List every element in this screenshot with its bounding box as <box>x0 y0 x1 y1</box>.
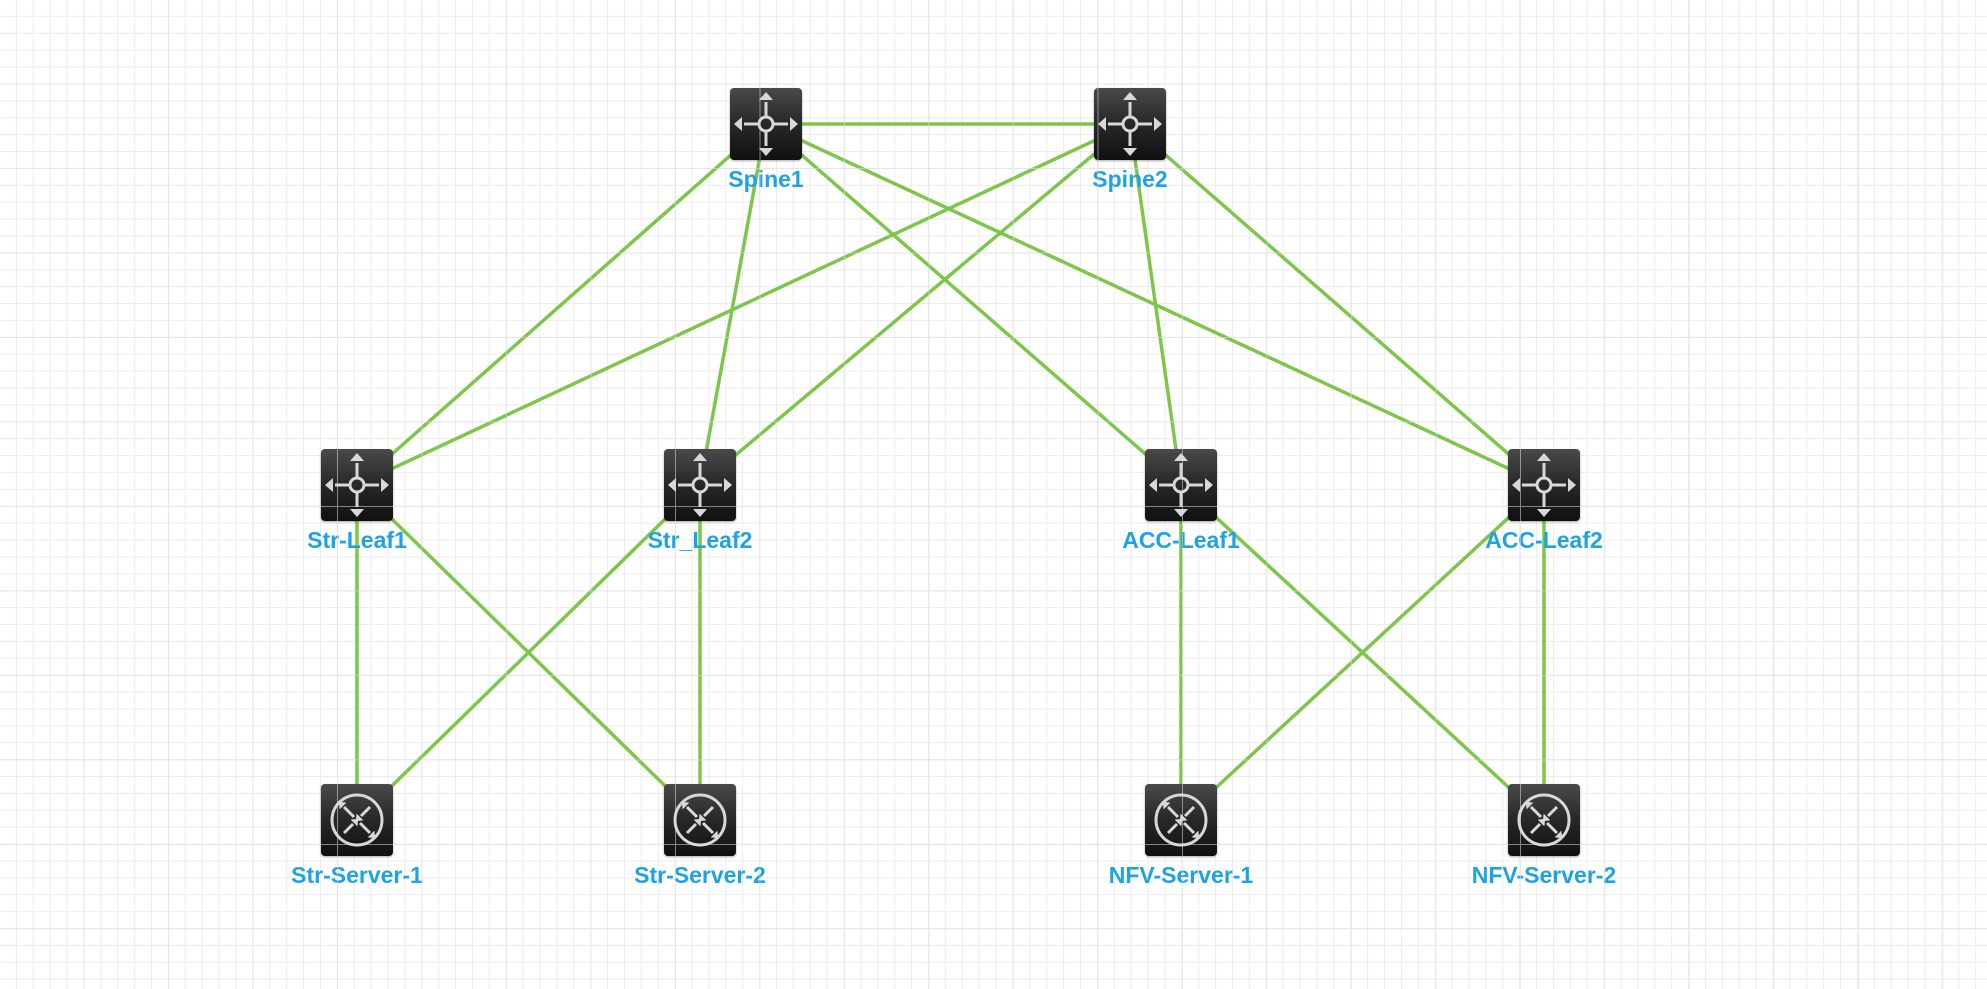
link-spine2-accleaf1[interactable] <box>1128 122 1183 487</box>
node-label: Spine2 <box>1092 166 1168 192</box>
link-strleaf2-strserver1[interactable] <box>355 483 702 822</box>
router-icon <box>1508 449 1580 521</box>
switch-icon <box>664 784 736 856</box>
router-icon <box>1094 88 1166 160</box>
node-label: NFV-Server-2 <box>1471 862 1617 888</box>
node-label: ACC-Leaf1 <box>1122 527 1240 553</box>
node-label: Str-Server-1 <box>291 862 423 888</box>
router-icon <box>321 449 393 521</box>
link-accleaf2-nfvserver1[interactable] <box>1179 483 1546 822</box>
node-spine1[interactable]: Spine1 <box>728 88 804 192</box>
node-accleaf1[interactable]: ACC-Leaf1 <box>1122 449 1240 553</box>
switch-icon <box>321 784 393 856</box>
link-spine2-strleaf2[interactable] <box>698 122 1132 487</box>
link-spine2-accleaf2[interactable] <box>1128 122 1546 487</box>
node-spine2[interactable]: Spine2 <box>1092 88 1168 192</box>
router-icon <box>1145 449 1217 521</box>
node-label: Str-Leaf1 <box>307 527 407 553</box>
router-icon <box>730 88 802 160</box>
switch-icon <box>1508 784 1580 856</box>
node-label: Spine1 <box>728 166 804 192</box>
node-strleaf1[interactable]: Str-Leaf1 <box>307 449 407 553</box>
node-label: Str_Leaf2 <box>647 527 753 553</box>
node-strleaf2[interactable]: Str_Leaf2 <box>648 449 752 553</box>
node-accleaf2[interactable]: ACC-Leaf2 <box>1485 449 1603 553</box>
link-spine1-accleaf1[interactable] <box>764 122 1183 487</box>
link-spine1-strleaf1[interactable] <box>355 122 768 487</box>
node-label: NFV-Server-1 <box>1108 862 1254 888</box>
node-label: ACC-Leaf2 <box>1485 527 1603 553</box>
router-icon <box>664 449 736 521</box>
node-strserver2[interactable]: Str-Server-2 <box>634 784 766 888</box>
node-label: Str-Server-2 <box>634 862 766 888</box>
switch-icon <box>1145 784 1217 856</box>
link-spine2-strleaf1[interactable] <box>355 122 1132 487</box>
node-nfvserver1[interactable]: NFV-Server-1 <box>1109 784 1253 888</box>
node-strserver1[interactable]: Str-Server-1 <box>291 784 423 888</box>
node-nfvserver2[interactable]: NFV-Server-2 <box>1472 784 1616 888</box>
link-spine1-strleaf2[interactable] <box>698 122 768 487</box>
